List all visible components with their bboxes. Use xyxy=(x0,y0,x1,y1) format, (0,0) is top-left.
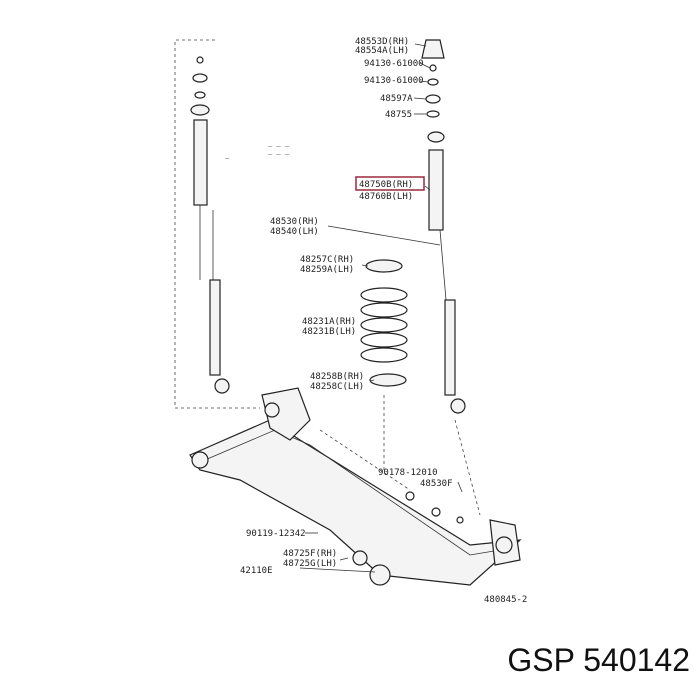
left-group-bracket xyxy=(174,39,260,409)
label-90178: 90178-12010 xyxy=(378,468,438,478)
label-48597a: 48597A xyxy=(380,94,413,104)
product-caption: GSP 540142 xyxy=(507,642,690,678)
label-48760b: 48760B(LH) xyxy=(359,192,413,202)
svg-text:—: — xyxy=(225,154,230,162)
label-48553d: 48553D(RH) xyxy=(355,37,409,47)
label-48231b: 48231B(LH) xyxy=(302,327,356,337)
label-48530: 48530(RH) xyxy=(270,217,319,227)
label-48554a: 48554A(LH) xyxy=(355,46,409,56)
label-94130-b: 94130-61000 xyxy=(364,76,424,86)
label-48231a: 48231A(RH) xyxy=(302,317,356,327)
left-shock-absorber xyxy=(190,56,230,394)
label-480845: 480845-2 xyxy=(484,595,527,605)
rear-axle-beam xyxy=(189,387,522,586)
label-48530f: 48530F xyxy=(420,479,453,489)
label-94130-a: 94130-61000 xyxy=(364,59,424,69)
svg-text:— — —: — — — xyxy=(268,150,290,158)
label-48540: 48540(LH) xyxy=(270,227,319,237)
label-48257c: 48257C(RH) xyxy=(300,255,354,265)
label-90119: 90119-12342 xyxy=(246,529,306,539)
coil-spring xyxy=(360,259,408,470)
faint-marks: — — — — — — — xyxy=(225,142,290,162)
leader-lines xyxy=(299,43,463,573)
label-48258b: 48258B(RH) xyxy=(310,372,364,382)
label-48725f: 48725F(RH) xyxy=(283,549,337,559)
label-48755: 48755 xyxy=(385,110,412,120)
highlight-box xyxy=(355,176,425,191)
label-42110e: 42110E xyxy=(240,566,273,576)
label-48725g: 48725G(LH) xyxy=(283,559,337,569)
part-labels: 48553D(RH) 48554A(LH) 94130-61000 94130-… xyxy=(240,37,527,605)
label-48259a: 48259A(LH) xyxy=(300,265,354,275)
label-48258c: 48258C(LH) xyxy=(310,382,364,392)
label-48750b: 48750B(RH) xyxy=(359,180,413,190)
svg-text:— — —: — — — xyxy=(268,142,290,150)
right-shock-absorber xyxy=(421,39,466,414)
